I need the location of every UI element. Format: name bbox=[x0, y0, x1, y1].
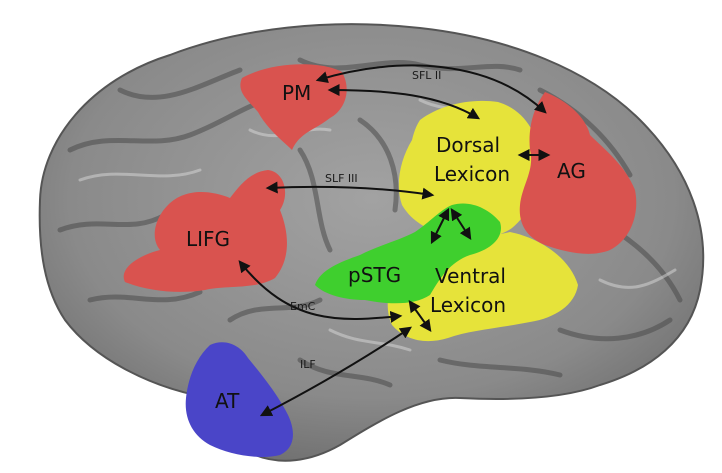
dorsal-lexicon-label-line1: Dorsal bbox=[436, 133, 500, 157]
slf-ii-label: SFL II bbox=[412, 69, 441, 82]
arrow-lifg-pstg bbox=[238, 260, 403, 323]
ag-region bbox=[519, 92, 637, 254]
tract-arrows bbox=[238, 64, 551, 417]
at-region bbox=[185, 342, 293, 457]
arrow-pstg-ventral bbox=[408, 300, 432, 332]
arrow-dorsal-pstg bbox=[430, 207, 450, 245]
slf-iii-label: SLF III bbox=[325, 172, 358, 185]
ilf-label: ILF bbox=[300, 358, 316, 371]
lifg-label: LIFG bbox=[186, 227, 230, 251]
at-label: AT bbox=[215, 389, 240, 413]
dorsal-lexicon-label-line2: Lexicon bbox=[434, 162, 510, 186]
arrow-pm-ag bbox=[315, 64, 547, 114]
arrow-lifg-dorsal bbox=[265, 181, 435, 200]
arrow-pm-dorsal bbox=[327, 84, 481, 120]
arrow-at-pstg bbox=[259, 326, 412, 417]
pm-label: PM bbox=[282, 81, 311, 105]
pstg-label: pSTG bbox=[348, 263, 401, 287]
ventral-lexicon-label-line2: Lexicon bbox=[430, 293, 506, 317]
ventral-lexicon-label-line1: Ventral bbox=[435, 264, 506, 288]
emc-label: EmC bbox=[290, 300, 316, 313]
ag-label: AG bbox=[557, 159, 586, 183]
dorsal-lexicon-region bbox=[398, 100, 540, 239]
arrow-dorsal-ventral bbox=[450, 207, 472, 241]
